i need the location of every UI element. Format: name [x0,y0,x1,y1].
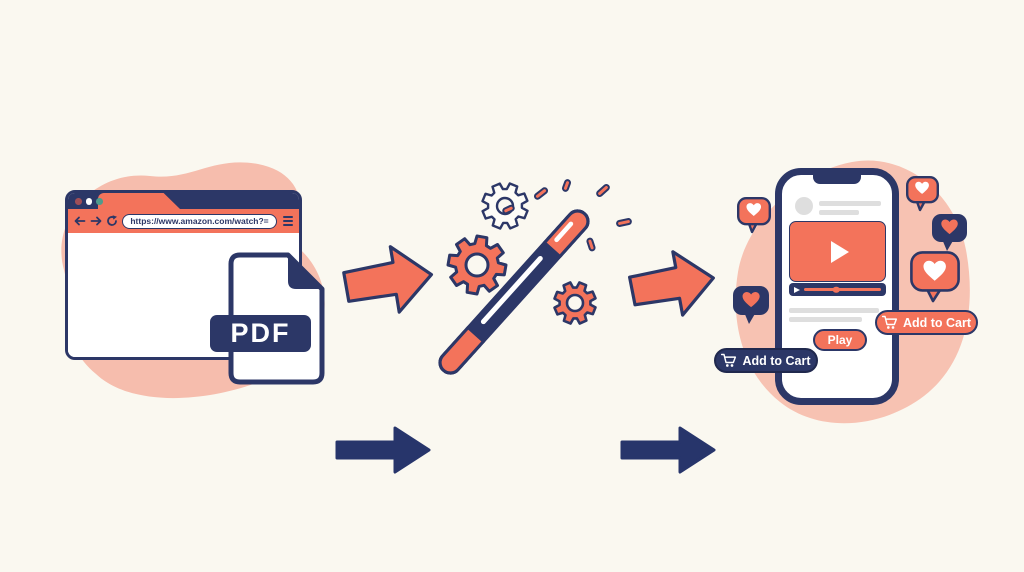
browser-tab[interactable] [98,193,180,209]
pdf-label: PDF [230,318,291,348]
browser-titlebar [68,193,299,209]
cart-icon [721,353,737,367]
bottom-arrow-2-icon [620,426,716,474]
window-dot-white[interactable] [85,198,92,205]
play-icon[interactable] [831,240,849,263]
heart-badge-icon [906,176,940,218]
play-icon[interactable] [794,286,800,293]
text-line [819,201,881,206]
window-controls[interactable] [75,198,103,205]
add-to-cart-button-navy[interactable]: Add to Cart [714,348,818,373]
forward-icon[interactable] [90,215,102,227]
window-dot-red[interactable] [75,198,82,205]
magic-wand-icon [433,204,594,379]
text-line [789,317,862,322]
heart-badge-icon [931,213,968,259]
heart-badge-icon [910,251,960,310]
sparkle-icon [560,178,573,193]
video-player[interactable] [789,221,886,282]
text-line [819,210,859,215]
add-to-cart-label: Add to Cart [902,315,972,330]
video-progress-bar[interactable] [789,283,886,296]
add-to-cart-button-salmon[interactable]: Add to Cart [875,310,978,335]
play-button-label: Play [827,333,853,347]
gear-large-icon [445,233,509,297]
flow-arrow-2-icon [624,242,723,330]
back-icon[interactable] [74,215,86,227]
phone-notch [813,174,861,184]
menu-icon[interactable] [283,216,293,226]
heart-badge-icon [737,197,772,240]
cart-icon [881,315,898,329]
sparkle-icon [585,236,597,253]
browser-toolbar: https://www.amazon.com/watch?= [68,209,299,233]
sparkle-icon [594,182,612,199]
avatar [795,197,813,215]
sparkle-icon [615,217,633,228]
text-line [789,308,879,313]
pdf-label-badge: PDF [210,315,311,352]
url-text: https://www.amazon.com/watch?= [130,216,269,226]
reload-icon[interactable] [106,215,118,227]
sparkle-icon [532,185,550,202]
play-button[interactable]: Play [813,329,867,351]
add-to-cart-label: Add to Cart [742,353,811,368]
window-dot-teal[interactable] [96,198,103,205]
url-address-bar[interactable]: https://www.amazon.com/watch?= [122,213,277,229]
progress-track[interactable] [804,286,881,293]
flow-arrow-1-icon [338,237,440,326]
progress-handle[interactable] [833,286,840,293]
heart-badge-icon [732,285,770,332]
bottom-arrow-1-icon [335,426,431,474]
gear-small-icon [552,280,598,326]
phone-frame [775,168,899,405]
